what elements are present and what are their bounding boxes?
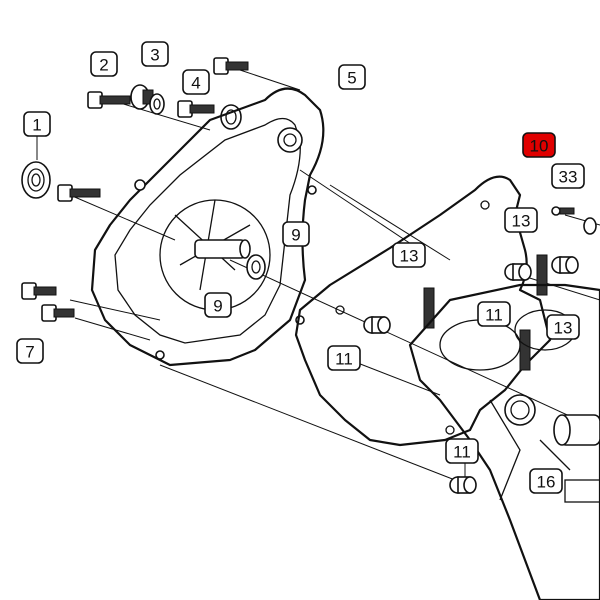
leader-lines [36,69,600,481]
screw-part-33 [551,206,575,216]
bolt-part-4 [177,100,215,118]
callout-box [551,163,585,189]
collar-part-4 [220,104,242,130]
impeller-shaft-part-9 [194,239,251,259]
callout-box [282,221,310,247]
callout-c3[interactable]: 3 [141,41,169,67]
callout-label: 11 [335,350,353,369]
stud-bolt-right [536,254,548,296]
callout-labels: 1 2 3 4 5 7 9 9 10 11 11 11 13 13 13 16 33 [16,41,585,494]
dowel-pin-right [551,256,579,274]
callout-label: 13 [554,319,573,338]
drain-plug-part-2 [130,84,154,110]
callout-label: 13 [512,212,531,231]
callout-c10[interactable]: 10 [522,132,556,158]
callout-box [204,292,232,318]
callout-box [23,111,51,137]
callout-c5[interactable]: 5 [338,64,366,90]
callout-label: 11 [485,306,503,325]
callout-c9b[interactable]: 9 [204,292,232,318]
callout-box [504,207,538,233]
callout-label: 2 [99,56,108,75]
callout-label: 4 [191,74,200,93]
callout-label: 9 [291,226,300,245]
callout-c11a[interactable]: 11 [477,301,511,327]
oil-seal-part-1 [21,161,51,199]
callout-c7[interactable]: 7 [16,338,44,364]
crankcase [408,283,600,600]
callout-box [141,41,169,67]
callout-c2[interactable]: 2 [90,51,118,77]
callout-label: 16 [537,473,556,492]
callout-c11b[interactable]: 11 [327,345,361,371]
callout-box [445,438,479,464]
dowel-pin-middle [363,316,391,334]
callout-label: 5 [347,69,356,88]
callout-c1[interactable]: 1 [23,111,51,137]
pump-cover-part-5 [90,87,325,367]
callout-box [90,51,118,77]
dowel-pin-lower [449,476,477,494]
dowel-pin-upper [504,263,532,281]
callout-box [16,338,44,364]
callout-box [338,64,366,90]
callout-c13c[interactable]: 13 [546,314,580,340]
callout-label: 7 [25,343,34,362]
callout-box [477,301,511,327]
callout-c33[interactable]: 33 [551,163,585,189]
bolt-top-right [213,57,249,75]
washer-right-edge [583,217,597,235]
bolt-part-7-lower [41,304,75,322]
stud-bolt-left [423,287,435,329]
bolt-left-upper [57,184,101,202]
callout-c13b[interactable]: 13 [392,242,426,268]
callout-label: 3 [150,46,159,65]
callout-label: 10 [530,137,549,156]
bolt-top [87,91,131,109]
stud-bolt-center [519,329,531,371]
callout-c13a[interactable]: 13 [504,207,538,233]
callout-box [182,69,210,95]
bolt-part-7-upper [21,282,57,300]
callout-label: 11 [453,443,471,462]
callout-label: 33 [559,168,578,187]
callout-c16[interactable]: 16 [529,468,563,494]
callout-box [546,314,580,340]
callout-c11c[interactable]: 11 [445,438,479,464]
callout-box [392,242,426,268]
callout-box [327,345,361,371]
callout-c9a[interactable]: 9 [282,221,310,247]
callout-box [522,132,556,158]
callout-box [529,468,563,494]
gasket-part-10 [294,175,552,447]
seal-ring-part-9 [246,254,266,280]
washer-part-3 [149,93,165,115]
shaft-part-16 [553,414,600,503]
callout-label: 1 [32,116,41,135]
callout-c4[interactable]: 4 [182,69,210,95]
callout-label: 13 [400,247,419,266]
callout-label: 9 [213,297,222,316]
